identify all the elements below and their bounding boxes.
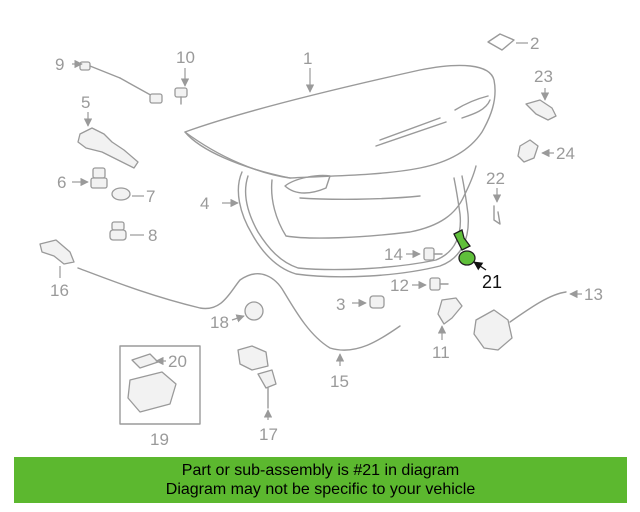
release-cable-part — [77, 267, 401, 351]
info-banner: Part or sub-assembly is #21 in diagram D… — [14, 457, 627, 503]
bolt-part-10 — [174, 87, 188, 105]
callout-11: 11 — [432, 343, 450, 362]
callout-12: 12 — [390, 276, 409, 295]
latch-part — [437, 297, 463, 325]
callout-2: 2 — [530, 34, 539, 53]
hinge-part — [77, 127, 139, 169]
callout-22: 22 — [486, 169, 505, 188]
callout-6: 6 — [57, 173, 66, 192]
weatherstrip-part — [237, 171, 469, 278]
release-handle-part — [39, 239, 75, 265]
highlighted-part-21[interactable] — [453, 229, 476, 266]
callout-8: 8 — [148, 226, 157, 245]
lock-cylinder-part — [237, 345, 277, 409]
callout-10: 10 — [176, 48, 195, 67]
bolt-part-6 — [90, 167, 108, 189]
callout-16: 16 — [50, 281, 69, 300]
callout-9: 9 — [55, 55, 64, 74]
callout-18: 18 — [210, 313, 229, 332]
callout-13: 13 — [584, 285, 603, 304]
callout-23: 23 — [534, 67, 553, 86]
callout-4: 4 — [200, 194, 209, 213]
callout-3: 3 — [336, 295, 345, 314]
callout-15: 15 — [330, 372, 349, 391]
callout-7: 7 — [146, 187, 155, 206]
parts-diagram: 1 2 4 9 10 5 6 7 8 — [39, 33, 603, 449]
actuator-part — [473, 291, 567, 351]
callout-19: 19 — [150, 430, 169, 449]
callout-14: 14 — [384, 245, 403, 264]
callout-20: 20 — [168, 352, 187, 371]
callout-1: 1 — [303, 49, 312, 68]
banner-line-2: Diagram may not be specific to your vehi… — [165, 481, 476, 498]
trunk-lid — [184, 64, 496, 239]
plug-part — [369, 295, 385, 309]
callout-24: 24 — [556, 144, 575, 163]
lift-strut-part — [79, 61, 163, 104]
emblem-part — [487, 33, 515, 51]
switch-part — [127, 353, 177, 413]
grommet-part — [244, 301, 264, 321]
bolt-part-12 — [429, 277, 449, 291]
switch-assembly-box — [119, 345, 201, 425]
banner-line-1: Part or sub-assembly is #21 in diagram — [181, 462, 460, 479]
bolt-part-14 — [423, 247, 443, 261]
callout-17: 17 — [259, 425, 278, 444]
bracket-part — [525, 99, 557, 121]
bushing-part — [111, 187, 131, 201]
sensor-part — [517, 139, 539, 163]
clip-part — [493, 205, 501, 225]
stopper-part — [109, 221, 127, 241]
callout-21: 21 — [482, 272, 502, 292]
callout-5: 5 — [81, 93, 90, 112]
